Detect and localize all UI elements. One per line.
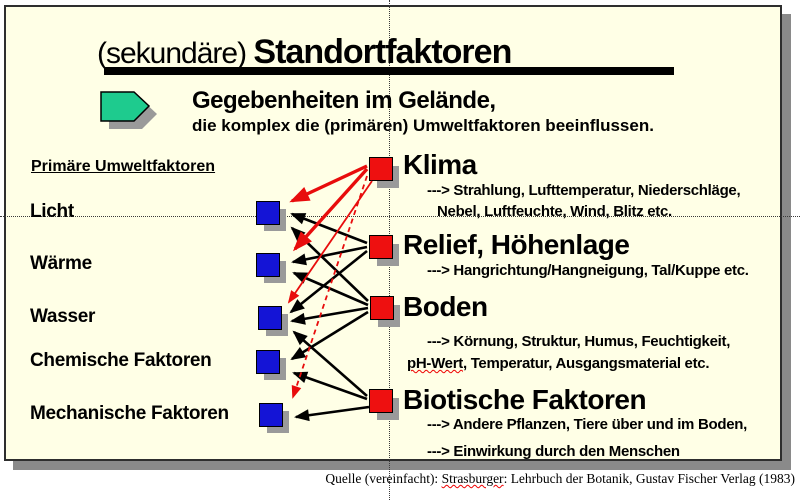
label-mechanische-faktoren: Mechanische Faktoren [30, 403, 229, 424]
desc-boden-2-rest: , Temperatur, Ausgangsmaterial etc. [462, 355, 710, 372]
desc-boden-1: ---> Körnung, Struktur, Humus, Feuchtigk… [427, 333, 731, 350]
desc-biotische-2: ---> Einwirkung durch den Menschen [427, 443, 680, 460]
source-caption: Quelle (vereinfacht): Strasburger: Lehrb… [325, 471, 795, 487]
panel-shadow-bottom [13, 461, 791, 470]
title-prefix: (sekundäre) [97, 37, 254, 70]
slide-panel [4, 5, 782, 461]
desc-biotische-1: ---> Andere Pflanzen, Tiere über und im … [427, 416, 747, 433]
caption-pre: Quelle (vereinfacht): [325, 471, 442, 486]
red-square-biotische [369, 389, 393, 413]
caption-post: : Lehrbuch der Botanik, Gustav Fischer V… [503, 471, 795, 486]
blue-square-mechanische [259, 403, 283, 427]
blue-square-chemische [256, 350, 280, 374]
desc-boden-2: pH-Wert, Temperatur, Ausgangsmaterial et… [407, 355, 710, 372]
blue-square-wasser [258, 306, 282, 330]
subtitle-line1: Gegebenheiten im Gelände, [192, 87, 496, 114]
spellcheck-word: pH-Wert [407, 355, 463, 372]
panel-shadow-right [782, 14, 791, 470]
desc-klima-1: ---> Strahlung, Lufttemperatur, Niedersc… [427, 182, 741, 199]
red-square-relief [369, 235, 393, 259]
blue-square-waerme [256, 253, 280, 277]
page-title: (sekundäre) Standortfaktoren [97, 33, 512, 72]
title-underline [104, 67, 674, 75]
horizontal-dotted-guide [0, 216, 800, 217]
title-klima: Klima [403, 149, 477, 180]
label-wasser: Wasser [30, 306, 96, 327]
subtitle-line2: die komplex die (primären) Umweltfaktore… [192, 116, 654, 135]
primary-factors-header: Primäre Umweltfaktoren [31, 158, 216, 175]
title-boden: Boden [403, 291, 488, 322]
pointer-arrow-shape [100, 91, 151, 122]
title-biotische: Biotische Faktoren [403, 384, 647, 415]
pointer-arrow-icon [100, 91, 157, 129]
label-waerme: Wärme [30, 253, 92, 274]
label-chemische-faktoren: Chemische Faktoren [30, 350, 212, 371]
red-square-klima [369, 157, 393, 181]
desc-klima-2: Nebel, Luftfeuchte, Wind, Blitz etc. [437, 203, 672, 220]
desc-relief-1: ---> Hangrichtung/Hangneigung, Tal/Kuppe… [427, 262, 749, 279]
title-main: Standortfaktoren [253, 33, 512, 71]
blue-square-licht [256, 201, 280, 225]
spellcheck-word: Strasburger [441, 471, 504, 486]
label-licht: Licht [30, 201, 74, 222]
red-square-boden [370, 296, 394, 320]
title-relief: Relief, Höhenlage [403, 229, 630, 260]
